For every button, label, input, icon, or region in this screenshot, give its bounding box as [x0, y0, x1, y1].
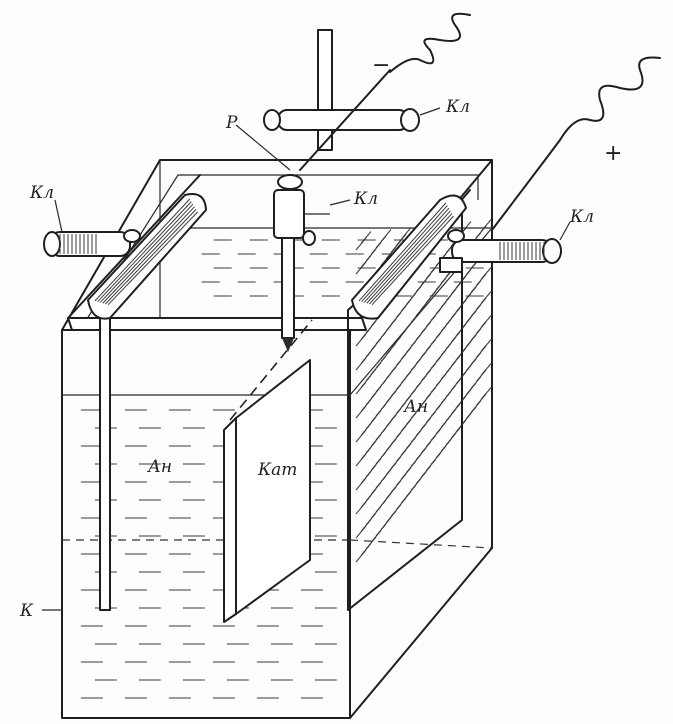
clamp-right-knob[interactable]: [542, 238, 562, 264]
anode-right: [347, 194, 467, 611]
roll-line: [371, 215, 454, 306]
wire-negative: [389, 12, 471, 73]
holder-tip: [282, 338, 294, 352]
holder-body[interactable]: [273, 189, 305, 239]
clamp-top-bar[interactable]: [277, 109, 409, 131]
label-clamp-center: Кл: [353, 189, 378, 209]
label-minus: −: [372, 53, 390, 78]
cathode-conductor: [299, 69, 391, 171]
clamp-left-screw[interactable]: [123, 229, 141, 243]
holder-shaft: [281, 237, 295, 339]
liquid-dash: [480, 291, 492, 304]
liquid-dash: [360, 231, 372, 244]
liquid-dash: [380, 229, 392, 242]
liquid-dash: [480, 363, 492, 376]
clamp-left-bar[interactable]: [49, 231, 131, 257]
holder-screw[interactable]: [302, 230, 316, 246]
cathode-hanger-dashed: [229, 319, 313, 421]
wire-positive-thick: [491, 139, 561, 231]
roll-line: [358, 202, 447, 302]
liquid-dash: [400, 227, 412, 240]
liquid-dash: [480, 219, 492, 232]
clamp-right-knurl: [499, 242, 545, 260]
anode-left: [87, 193, 207, 611]
label-anode-front: Ан: [147, 457, 172, 477]
label-clamp-top: Кл: [445, 97, 470, 117]
liquid-dash: [480, 387, 492, 400]
leader-clamp-top: [419, 107, 441, 116]
clamp-right-block: [439, 257, 463, 273]
roll-line: [369, 213, 453, 305]
label-clamp-right: Кл: [569, 207, 594, 227]
rod-vertical: [317, 29, 333, 151]
roll-line: [105, 209, 197, 305]
roll-line: [102, 206, 195, 304]
roll-line: [97, 201, 192, 303]
wires: [389, 12, 661, 231]
liquid-dash: [480, 339, 492, 352]
anode-left-roll-shading: [94, 198, 198, 306]
roll-line: [107, 211, 198, 306]
cathode-plate-edge: [223, 417, 237, 623]
clamp-left[interactable]: [43, 229, 141, 257]
clamp-right-bar[interactable]: [451, 239, 553, 263]
roll-line: [99, 203, 194, 303]
leader-clamp-center: [329, 199, 351, 206]
liquid-hatching-right: [355, 219, 492, 563]
leader-rod: [235, 124, 291, 171]
clamp-top-knob-right[interactable]: [400, 108, 420, 132]
leader-clamp-left: [54, 199, 63, 233]
support-rod: [263, 29, 420, 352]
clamp-right-screw[interactable]: [447, 229, 465, 243]
clamp-left-knurl: [59, 234, 97, 254]
clamp-left-knob[interactable]: [43, 231, 61, 257]
label-anode-right: Ан: [403, 397, 428, 417]
label-rod: Р: [225, 113, 238, 133]
roll-line: [363, 207, 450, 303]
frame-front-bar: [67, 317, 367, 331]
clamp-top-knob-left[interactable]: [263, 109, 281, 131]
liquid-dash: [480, 315, 492, 328]
leader-lines: [42, 107, 571, 611]
holder-cap: [277, 174, 303, 190]
roll-line: [366, 210, 451, 304]
leader-clamp-right: [559, 221, 571, 241]
label-plus: +: [604, 141, 622, 166]
roll-line: [361, 205, 448, 303]
label-vessel: К: [19, 601, 34, 621]
cathode-plate-face: [235, 359, 311, 615]
wire-positive: [559, 56, 661, 141]
label-clamp-left: Кл: [29, 183, 54, 203]
cathode: [223, 319, 313, 623]
anode-right-roll-shading: [358, 202, 454, 306]
frame-left-bar: [67, 174, 201, 319]
clamp-right[interactable]: [439, 229, 562, 273]
liquid-dash: [480, 267, 492, 280]
electrolyte: [62, 219, 493, 699]
anode-left-plate: [99, 299, 111, 611]
vessel-bottom-back-right: [349, 539, 493, 549]
label-cathode: Кат: [257, 460, 297, 480]
roll-line: [94, 198, 191, 302]
